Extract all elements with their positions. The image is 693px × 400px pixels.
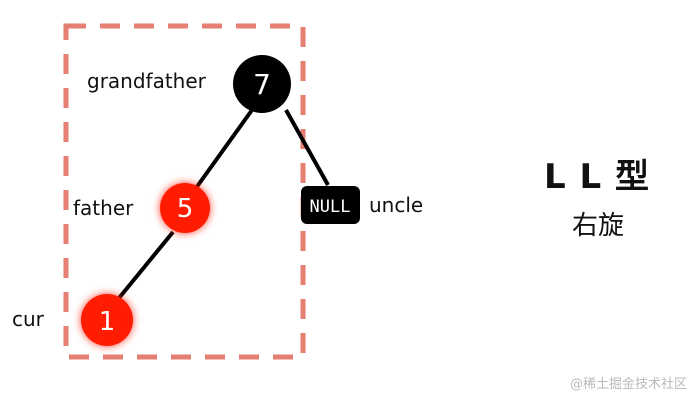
- uncle-label: uncle: [369, 193, 424, 217]
- father-node: 5: [160, 183, 210, 233]
- grandfather-node: 7: [233, 55, 291, 113]
- cur-value: 1: [99, 307, 116, 337]
- watermark: @稀土掘金技术社区: [569, 377, 687, 392]
- subtree-dashed-box: [63, 23, 306, 360]
- grandfather-label: grandfather: [87, 69, 206, 93]
- uncle-null-box: [301, 186, 360, 224]
- rotation-direction-label: 右旋: [572, 211, 625, 241]
- rotation-case-title: L L 型: [544, 157, 651, 197]
- father-value: 5: [177, 194, 194, 224]
- uncle-node: NULL: [301, 186, 360, 224]
- edge-father-cur: [117, 230, 175, 300]
- father-circle: [160, 183, 210, 233]
- cur-label: cur: [12, 307, 44, 331]
- father-label: father: [73, 196, 134, 220]
- grandfather-circle: [233, 55, 291, 113]
- uncle-value: NULL: [310, 197, 351, 217]
- edge-grandfather-uncle: [284, 109, 330, 186]
- edge-grandfather-father: [194, 108, 254, 190]
- grandfather-value: 7: [253, 68, 271, 101]
- cur-circle: [81, 294, 133, 346]
- cur-node: 1: [81, 294, 133, 346]
